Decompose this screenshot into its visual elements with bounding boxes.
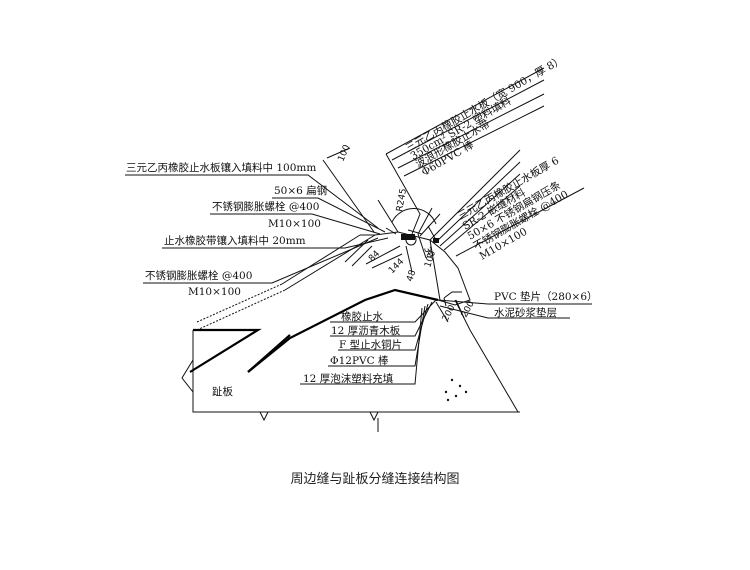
dim-200-a: 200 [441,303,458,323]
label-left-top: 三元乙丙橡胶止水板镶入填料中 100mm [126,161,316,174]
dim-r245: R245 [395,188,409,213]
lower-leaders [300,299,592,385]
dimension-lines [322,147,465,323]
label-pvc-pad: PVC 垫片（280×6） [494,290,598,303]
label-bolt-upper-size: M10×100 [268,218,321,230]
label-b-1: 橡胶止水 [341,310,383,323]
toe-slab-outline [181,299,520,432]
label-b-5: 12 厚泡沫塑料充填 [303,372,394,385]
label-mortar: 水泥砂浆垫层 [494,306,557,319]
slab-bottom [247,334,291,373]
label-b-3: F 型止水铜片 [339,338,402,351]
label-bolt-lower: 不锈钢膨胀螺栓 @400 [145,269,252,282]
label-rubber-band: 止水橡胶带镶入填料中 20mm [164,234,306,247]
label-flat-steel: 50×6 扁钢 [274,184,327,197]
label-b-2: 12 厚沥青木板 [331,324,401,337]
left-leaders [125,174,389,284]
dim-48: 48 [405,269,418,283]
dim-30: 30 [421,246,434,260]
dim-100-top: 100 [337,143,353,163]
figure-caption: 周边缝与趾板分缝连接结构图 [290,472,460,487]
gravel-dots [444,378,468,402]
label-rt-1: 三元乙丙橡胶止水板（宽 900，厚 8） [403,53,566,154]
label-bolt-lower-size: M10×100 [188,286,241,298]
plinth-profile [189,288,439,373]
upper-right-leaders [377,67,585,257]
label-toe-slab: 趾板 [212,385,233,398]
label-b-4: Φ12PVC 棒 [330,354,389,367]
label-bolt-upper: 不锈钢膨胀螺栓 @400 [212,200,319,213]
